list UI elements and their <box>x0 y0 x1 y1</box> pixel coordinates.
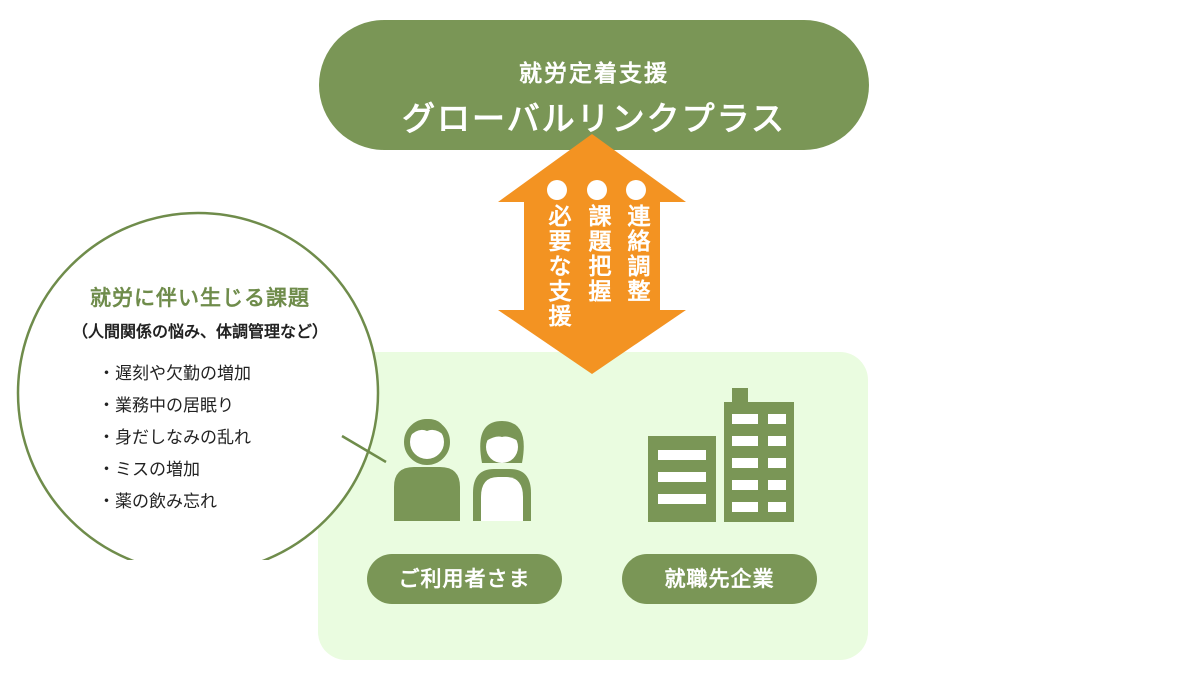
list-item: 遅刻や欠勤の増加 <box>98 358 251 390</box>
arrow-text-issues: 課題把握 <box>584 204 610 304</box>
list-item: 薬の飲み忘れ <box>98 486 251 518</box>
bullet-dot-icon <box>587 180 607 200</box>
company-label: 就職先企業 <box>622 554 817 604</box>
arrow-column-contact: 連絡調整 <box>622 180 650 304</box>
issues-subtitle: （人間関係の悩み、体調管理など） <box>71 322 328 341</box>
service-name: グローバルリンクプラス <box>401 99 786 138</box>
arrow-text-contact: 連絡調整 <box>623 204 649 304</box>
arrow-column-issues: 課題把握 <box>583 180 611 304</box>
arrow-text-support: 必要な支援 <box>544 204 570 329</box>
user-label: ご利用者さま <box>367 554 562 604</box>
people-icon <box>394 419 531 521</box>
issues-list: 遅刻や欠勤の増加 業務中の居眠り 身だしなみの乱れ ミスの増加 薬の飲み忘れ <box>98 358 251 518</box>
list-item: 業務中の居眠り <box>98 390 251 422</box>
bullet-dot-icon <box>547 180 567 200</box>
service-header: 就労定着支援 グローバルリンクプラス <box>319 20 869 150</box>
issues-title: 就労に伴い生じる課題 <box>90 286 310 310</box>
service-category: 就労定着支援 <box>519 61 669 87</box>
building-icon <box>648 388 794 522</box>
list-item: 身だしなみの乱れ <box>98 422 251 454</box>
list-item: ミスの増加 <box>98 454 251 486</box>
arrow-column-support: 必要な支援 <box>543 180 571 329</box>
bullet-dot-icon <box>626 180 646 200</box>
